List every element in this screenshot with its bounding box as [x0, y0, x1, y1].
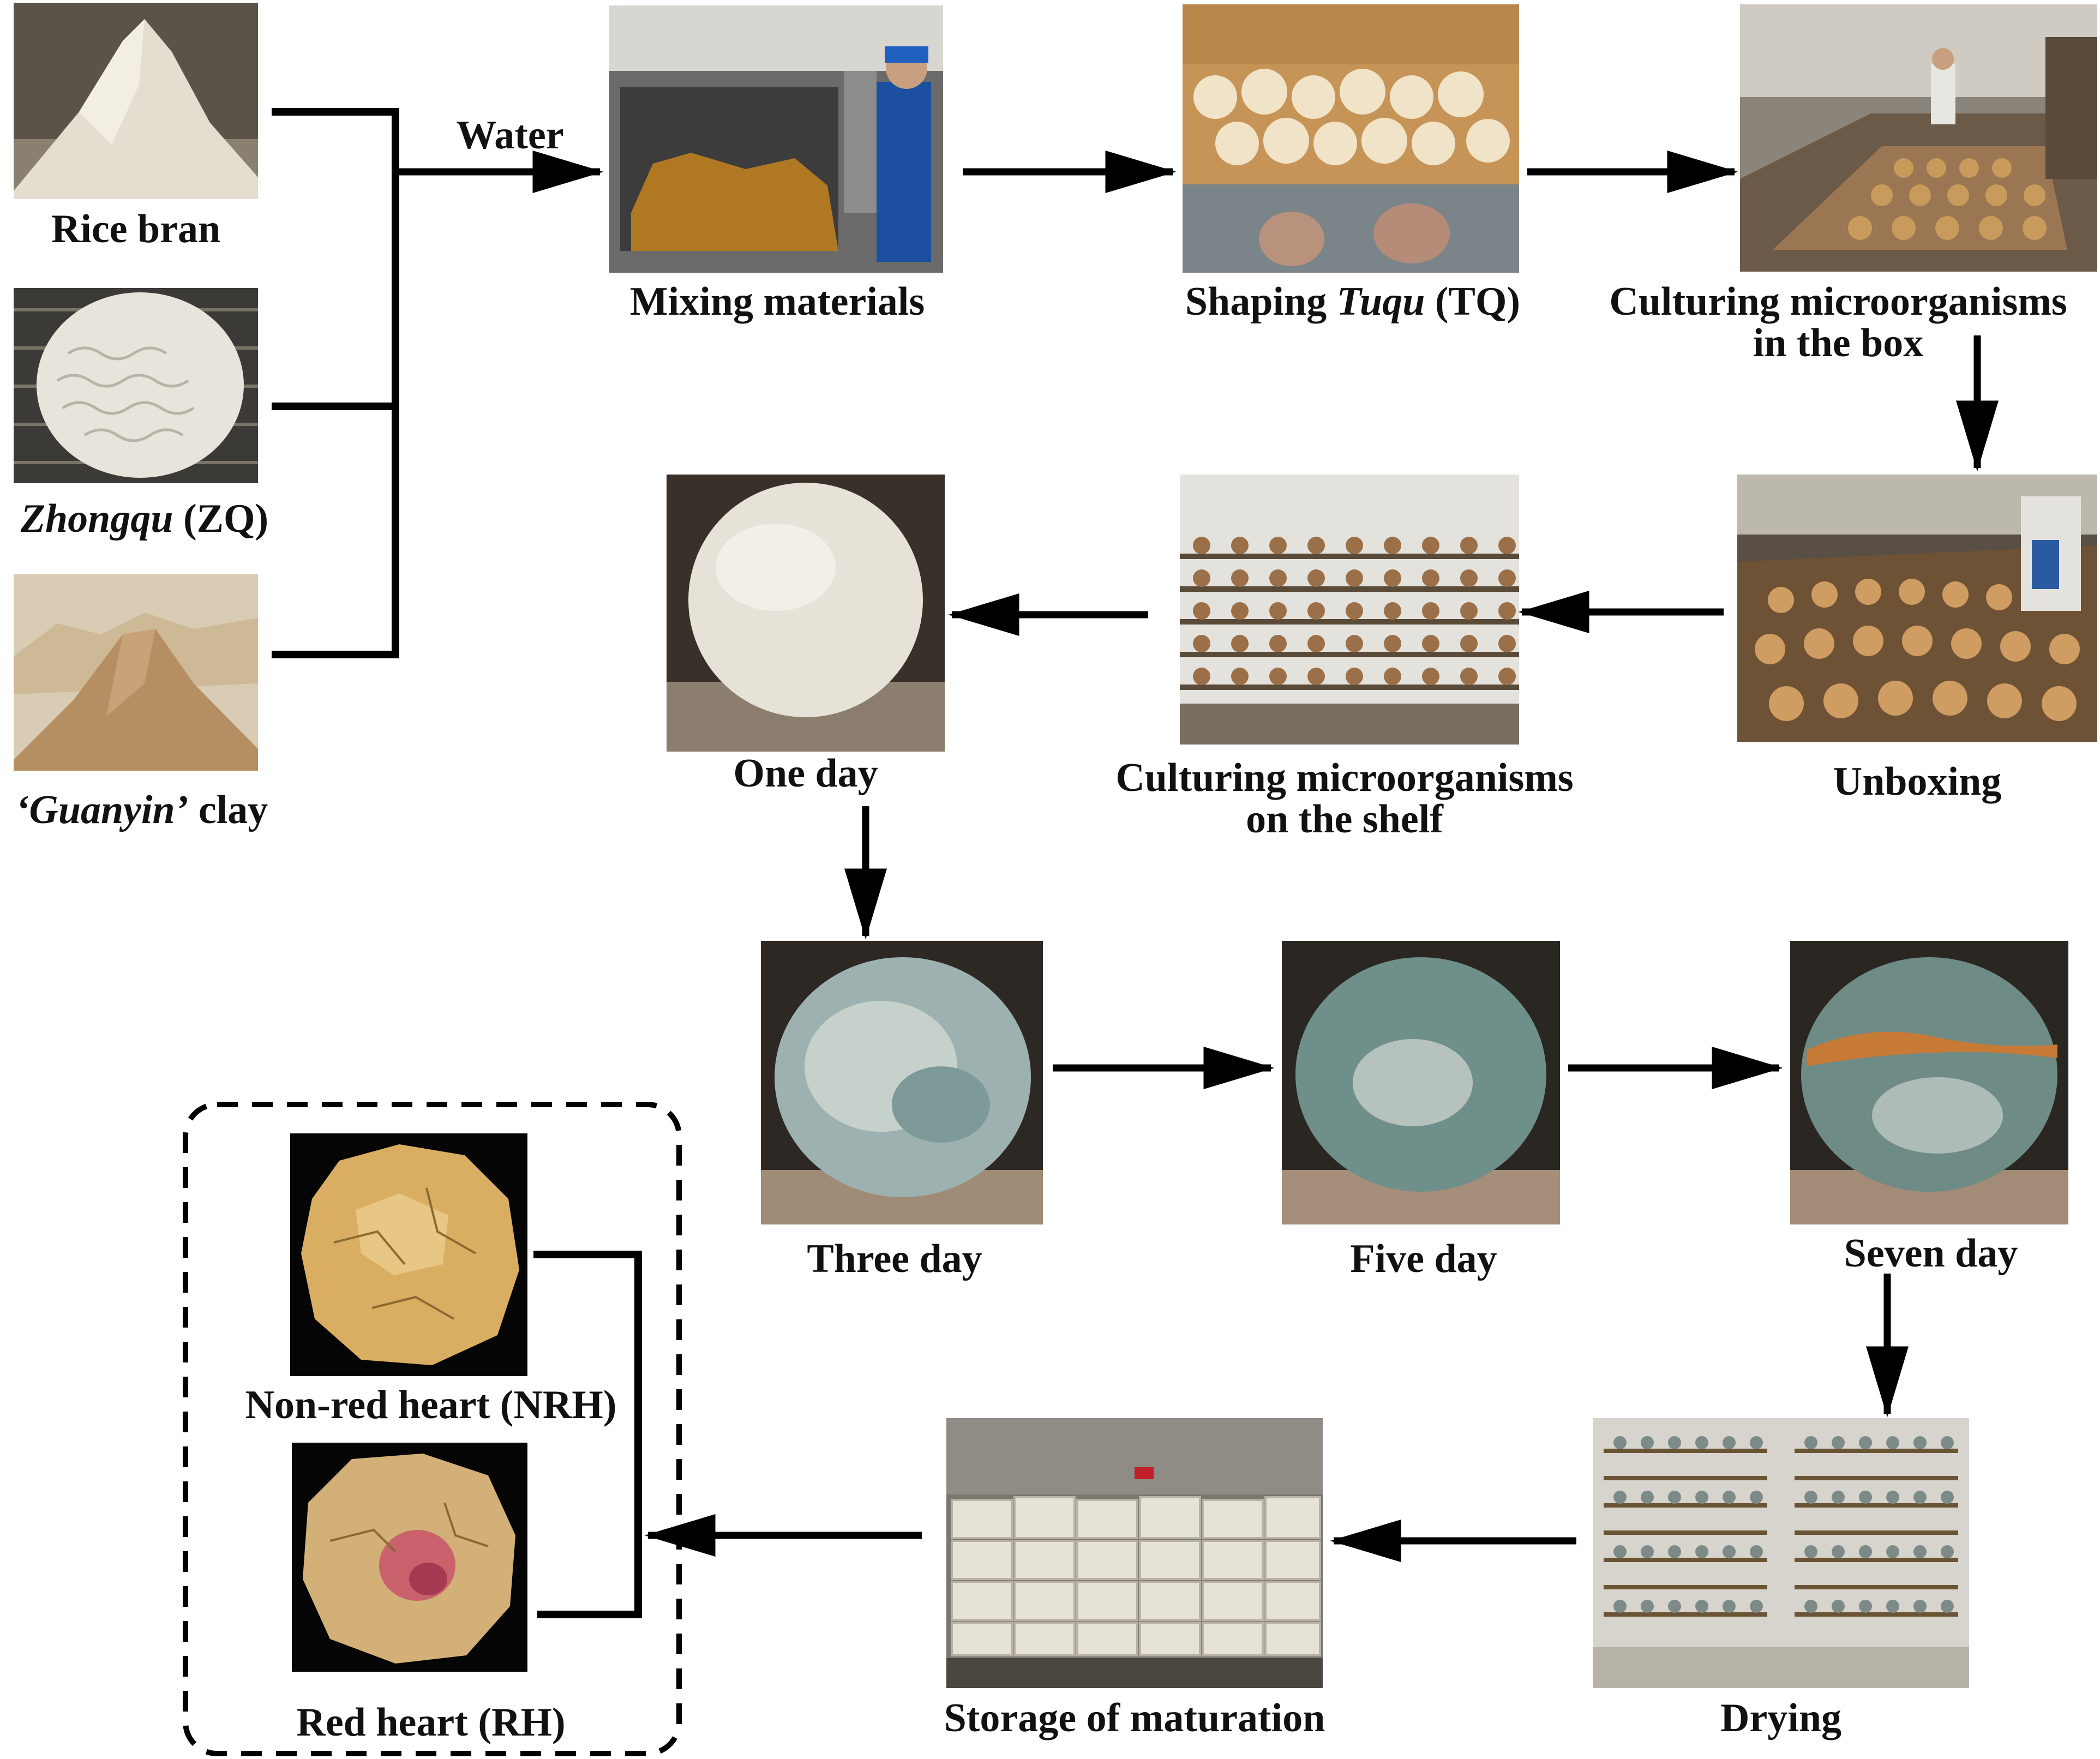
mixing-materials-photo — [609, 5, 943, 273]
seven-day-label: Seven day — [1844, 1231, 2018, 1276]
one-day-tuqu-photo — [667, 475, 945, 752]
zhongqu-abbr-text: (ZQ) — [173, 496, 269, 541]
red-heart-photo — [292, 1443, 527, 1672]
water-label: Water — [456, 113, 564, 158]
three-day-tuqu-photo — [761, 941, 1043, 1224]
drying-label: Drying — [1720, 1696, 1841, 1740]
outcome-bracket-connector — [533, 1251, 642, 1618]
storage-photo — [946, 1418, 1323, 1688]
tq-abbr-text: (TQ) — [1425, 279, 1521, 324]
guanyin-italic-text: ‘Guanyin’ — [15, 788, 189, 832]
guanyin-clay-photo — [14, 574, 258, 771]
input-bracket-connector — [272, 108, 399, 658]
three-day-label: Three day — [807, 1236, 982, 1281]
zhongqu-photo — [14, 288, 258, 483]
zhongqu-label: Zhongqu (ZQ) — [0, 498, 289, 539]
culturing-box-photo — [1740, 4, 2097, 272]
non-red-heart-label: Non-red heart (NRH) — [245, 1383, 617, 1427]
guanyin-clay-label: ‘Guanyin’ clay — [0, 789, 284, 831]
culturing-box-label: Culturing microorganisms in the box — [1576, 281, 2100, 364]
shaping-text: Shaping — [1185, 279, 1337, 324]
rice-bran-label: Rice bran — [51, 207, 221, 251]
one-day-label: One day — [733, 751, 878, 796]
five-day-tuqu-photo — [1282, 941, 1560, 1224]
unboxing-label: Unboxing — [1833, 759, 2002, 804]
clay-text: clay — [188, 788, 268, 832]
culturing-shelf-line2: on the shelf — [1246, 797, 1443, 842]
five-day-label: Five day — [1350, 1236, 1497, 1281]
tuqu-italic-text: Tuqu — [1336, 279, 1425, 324]
culturing-shelf-label: Culturing microorganisms on the shelf — [1077, 757, 1612, 840]
shaping-tuqu-label: Shaping Tuqu (TQ) — [1156, 281, 1549, 322]
shaping-tuqu-photo — [1183, 4, 1519, 273]
culturing-box-line2: in the box — [1753, 321, 1924, 365]
culturing-shelf-photo — [1180, 475, 1519, 745]
storage-label: Storage of maturation — [944, 1696, 1325, 1740]
drying-photo — [1593, 1418, 1969, 1688]
non-red-heart-photo — [290, 1133, 527, 1376]
seven-day-tuqu-photo — [1790, 941, 2068, 1224]
red-heart-label: Red heart (RH) — [296, 1700, 566, 1745]
mixing-materials-label: Mixing materials — [629, 279, 925, 324]
rice-bran-photo — [14, 3, 258, 199]
culturing-shelf-line1: Culturing microorganisms — [1115, 755, 1574, 800]
unboxing-photo — [1737, 475, 2097, 742]
zhongqu-italic-text: Zhongqu — [20, 496, 173, 541]
culturing-box-line1: Culturing microorganisms — [1609, 279, 2067, 324]
